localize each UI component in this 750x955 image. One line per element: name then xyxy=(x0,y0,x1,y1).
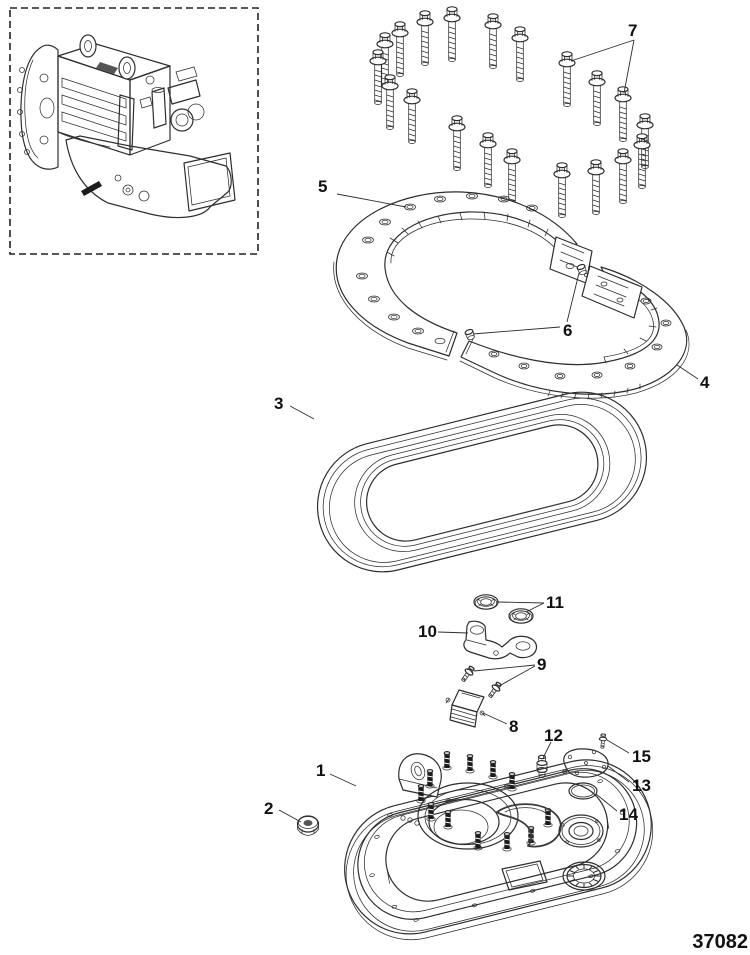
callout-8: 8 xyxy=(509,717,518,736)
callout-3: 3 xyxy=(274,394,283,413)
part-10-bracket xyxy=(463,620,538,660)
callout-5: 5 xyxy=(318,177,327,196)
location-arrow-icon xyxy=(81,181,102,196)
callout-labels: 7 5 6 4 3 11 10 9 8 12 15 13 14 1 2 xyxy=(264,21,710,824)
callout-13: 13 xyxy=(632,776,651,795)
leader-lines xyxy=(278,39,699,823)
callout-10: 10 xyxy=(418,622,437,641)
part-8-block xyxy=(445,689,486,728)
callout-15: 15 xyxy=(632,747,651,766)
part-7-bolts xyxy=(369,6,654,219)
callout-9: 9 xyxy=(537,655,546,674)
callout-6: 6 xyxy=(563,321,572,340)
part-11-washers xyxy=(473,594,534,624)
callout-12: 12 xyxy=(544,726,563,745)
engine-assembly-thumbnail xyxy=(17,34,236,219)
callout-2: 2 xyxy=(264,799,273,818)
part-2-nut xyxy=(296,815,320,836)
part-3-seal xyxy=(316,391,648,573)
part-14-o-ring xyxy=(568,782,598,800)
callout-4: 4 xyxy=(700,373,710,392)
callout-7: 7 xyxy=(628,21,637,40)
callout-11: 11 xyxy=(546,593,564,612)
part-15-screw xyxy=(598,733,608,750)
part-4-plate-half xyxy=(459,265,690,400)
part-5-plate-half xyxy=(333,191,593,361)
part-1-housing xyxy=(344,750,654,941)
reference-thumbnail-box xyxy=(9,7,259,255)
drawing-number: 37082 xyxy=(692,931,748,953)
callout-14: 14 xyxy=(619,805,638,824)
callout-1: 1 xyxy=(316,761,325,780)
